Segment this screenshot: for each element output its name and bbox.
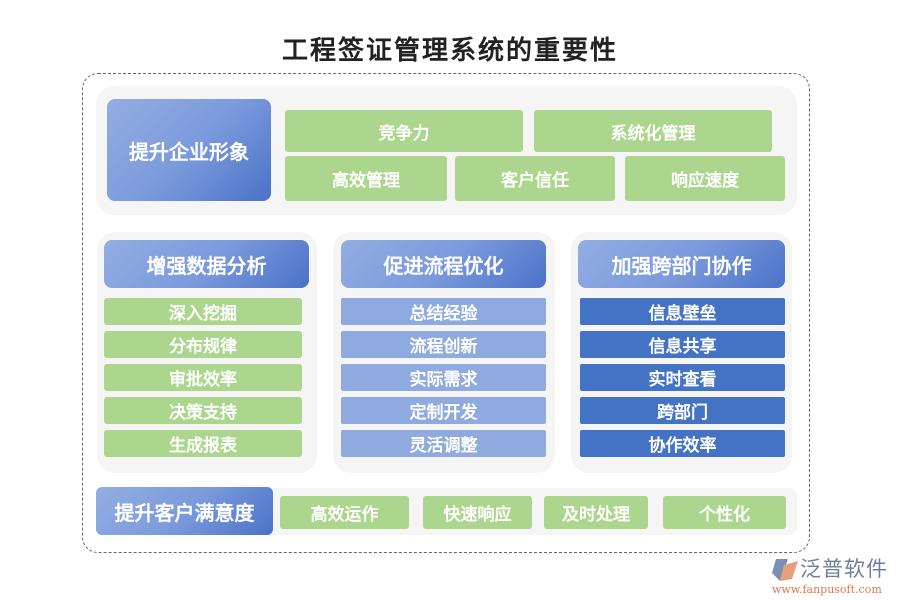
top-item: 响应速度: [625, 156, 785, 201]
logo-name: 泛普软件: [800, 557, 888, 581]
column-item: 信息壁垒: [580, 298, 785, 325]
column-item: 审批效率: [104, 364, 302, 391]
column-header: 增强数据分析: [104, 240, 309, 288]
column-item: 总结经验: [341, 298, 546, 325]
column-item: 深入挖掘: [104, 298, 302, 325]
column-item: 实时查看: [580, 364, 785, 391]
column-item: 流程创新: [341, 331, 546, 358]
column-item: 定制开发: [341, 397, 546, 424]
bottom-header: 提升客户满意度: [96, 487, 273, 535]
column-item: 分布规律: [104, 331, 302, 358]
column-header: 加强跨部门协作: [578, 240, 785, 288]
bottom-item: 快速响应: [423, 496, 532, 529]
top-item: 竞争力: [285, 110, 523, 152]
top-item: 系统化管理: [534, 110, 772, 152]
bottom-item: 高效运作: [280, 496, 409, 529]
top-item: 客户信任: [455, 156, 615, 201]
column-item: 生成报表: [104, 430, 302, 457]
column-item: 跨部门: [580, 397, 785, 424]
logo-url: www.fanpusoft.com: [772, 583, 882, 596]
column-item: 决策支持: [104, 397, 302, 424]
column-item: 协作效率: [580, 430, 785, 457]
bottom-item: 个性化: [663, 496, 786, 529]
top-item: 高效管理: [285, 156, 447, 201]
column-item: 实际需求: [341, 364, 546, 391]
column-header: 促进流程优化: [341, 240, 546, 288]
top-header: 提升企业形象: [107, 99, 271, 201]
page-title: 工程签证管理系统的重要性: [281, 36, 618, 66]
column-item: 信息共享: [580, 331, 785, 358]
logo: 泛普软件 www.fanpusoft.com: [770, 553, 900, 598]
logo-icon: [772, 559, 798, 581]
column-item: 灵活调整: [341, 430, 546, 457]
bottom-item: 及时处理: [544, 496, 648, 529]
dashed-frame: [82, 73, 810, 553]
